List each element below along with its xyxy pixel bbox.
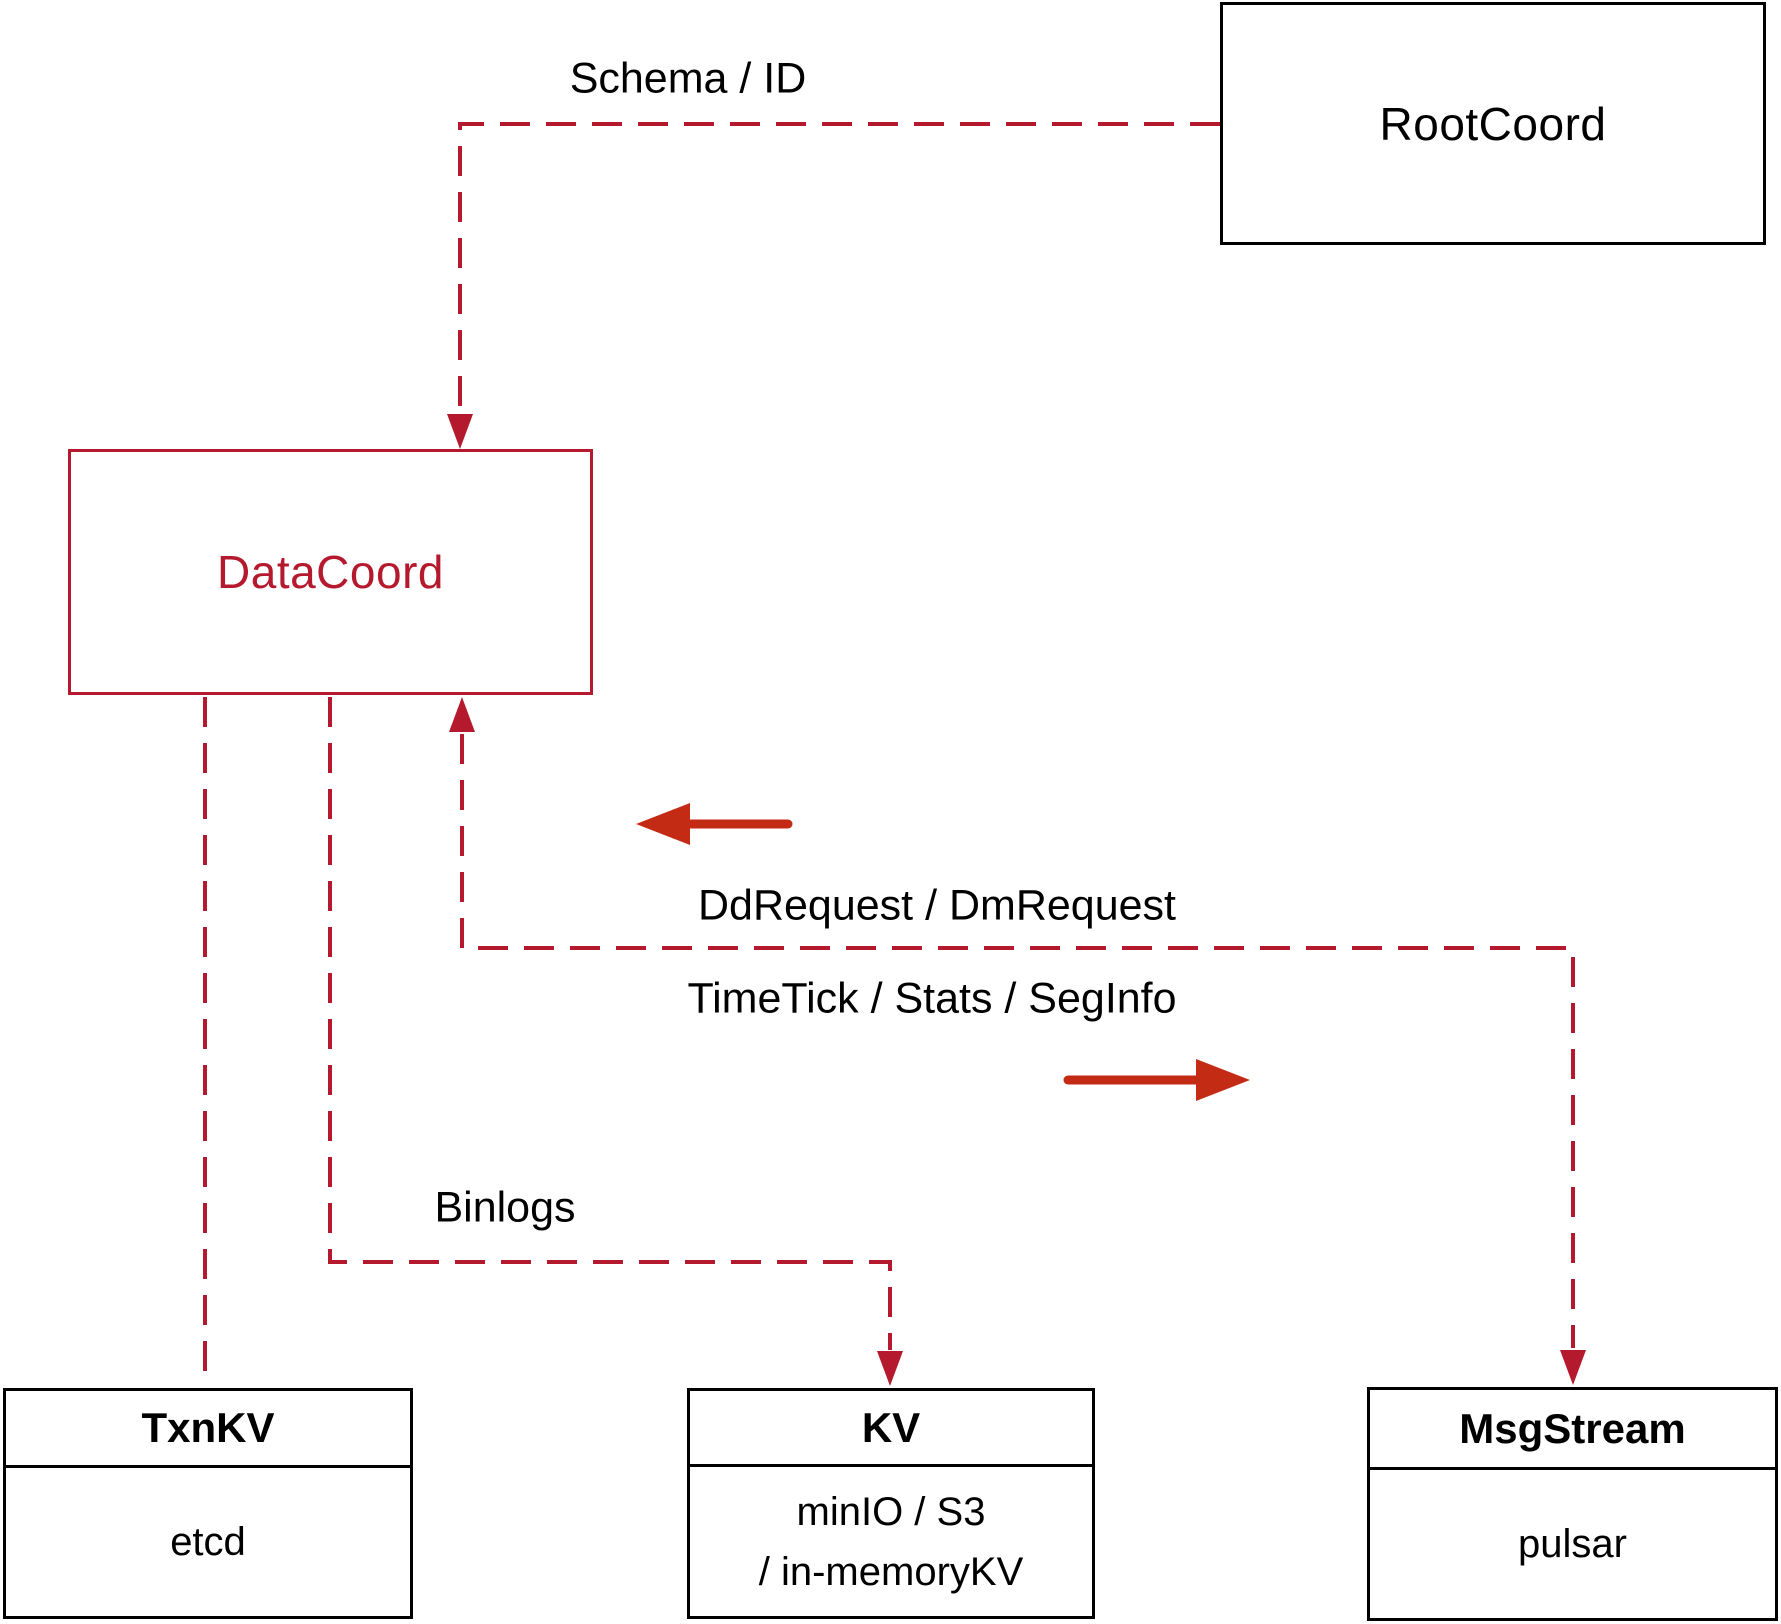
txnkv-body-text: etcd — [170, 1520, 246, 1564]
kv-node: KV minIO / S3 / in-memoryKV — [687, 1388, 1095, 1619]
arrowhead-into-kv-icon — [877, 1351, 903, 1386]
edge-rootcoord-to-datacoord — [458, 122, 1220, 412]
arrowhead-into-datacoord-top-icon — [447, 414, 473, 449]
txnkv-title: TxnKV — [6, 1391, 410, 1468]
kv-title: KV — [690, 1391, 1092, 1467]
kv-body-line-2: / in-memoryKV — [758, 1549, 1024, 1594]
edge-label-schema-id: Schema / ID — [569, 54, 807, 103]
msgstream-body-text: pulsar — [1518, 1522, 1627, 1566]
flow-direction-left-arrow-icon — [636, 803, 793, 845]
rootcoord-label: RootCoord — [1379, 97, 1607, 150]
datacoord-node: DataCoord — [68, 449, 593, 695]
edge-datacoord-msgstream — [460, 734, 1575, 1348]
flow-direction-right-arrow-icon — [1063, 1059, 1250, 1101]
kv-body-line-1: minIO / S3 — [796, 1489, 986, 1534]
arrowhead-into-msgstream-icon — [1560, 1350, 1586, 1385]
edge-label-binlogs: Binlogs — [434, 1183, 576, 1232]
edge-label-ddrequest: DdRequest / DmRequest — [698, 881, 1176, 930]
datacoord-label: DataCoord — [217, 546, 444, 598]
txnkv-node: TxnKV etcd — [3, 1388, 413, 1619]
msgstream-node: MsgStream pulsar — [1367, 1387, 1778, 1621]
arrowhead-into-datacoord-bottom-icon — [449, 697, 475, 732]
edge-datacoord-to-kv — [328, 697, 892, 1350]
msgstream-title: MsgStream — [1370, 1390, 1775, 1470]
edge-label-timetick: TimeTick / Stats / SegInfo — [687, 974, 1177, 1023]
rootcoord-node: RootCoord — [1220, 2, 1766, 245]
